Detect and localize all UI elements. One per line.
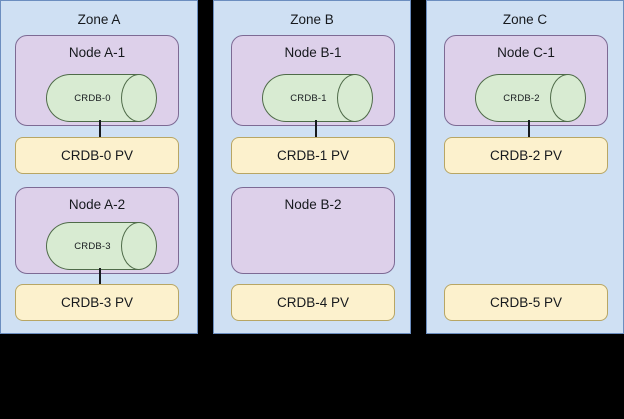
pv-box-crdb-2[interactable]: CRDB-2 PV bbox=[444, 137, 608, 174]
connector-node-a-2-to-pv bbox=[99, 268, 101, 285]
pv-box-crdb-5[interactable]: CRDB-5 PV bbox=[444, 284, 608, 321]
database-label-crdb-1: CRDB-1 bbox=[290, 92, 327, 104]
node-title-b-2: Node B-2 bbox=[284, 197, 342, 212]
node-box-a-1[interactable]: Node A-1 CRDB-0 bbox=[15, 35, 179, 126]
zone-container-a[interactable]: Zone A Node A-1 CRDB-0 CRDB-0 PV Node A-… bbox=[0, 0, 198, 334]
pv-box-crdb-3[interactable]: CRDB-3 PV bbox=[15, 284, 179, 321]
database-label-crdb-0: CRDB-0 bbox=[74, 92, 111, 104]
connector-node-b-1-to-pv bbox=[315, 120, 317, 138]
cylinder-cap bbox=[121, 222, 157, 270]
database-cylinder-crdb-3[interactable]: CRDB-3 bbox=[46, 222, 157, 270]
pv-box-crdb-0[interactable]: CRDB-0 PV bbox=[15, 137, 179, 174]
zone-title-b: Zone B bbox=[290, 12, 334, 27]
node-title-a-1: Node A-1 bbox=[68, 45, 126, 60]
node-box-b-1[interactable]: Node B-1 CRDB-1 bbox=[231, 35, 395, 126]
node-box-a-2[interactable]: Node A-2 CRDB-3 bbox=[15, 187, 179, 274]
database-cylinder-crdb-2[interactable]: CRDB-2 bbox=[475, 74, 586, 122]
connector-node-c-1-to-pv bbox=[528, 120, 530, 138]
connector-node-a-1-to-pv bbox=[99, 120, 101, 138]
zone-container-b[interactable]: Zone B Node B-1 CRDB-1 CRDB-1 PV Node B-… bbox=[213, 0, 411, 334]
database-cylinder-crdb-1[interactable]: CRDB-1 bbox=[262, 74, 373, 122]
zone-title-c: Zone C bbox=[502, 12, 548, 27]
cylinder-cap bbox=[121, 74, 157, 122]
cylinder-cap bbox=[550, 74, 586, 122]
node-box-b-2[interactable]: Node B-2 bbox=[231, 187, 395, 274]
node-box-c-1[interactable]: Node C-1 CRDB-2 bbox=[444, 35, 608, 126]
node-title-a-2: Node A-2 bbox=[68, 197, 126, 212]
pv-box-crdb-4[interactable]: CRDB-4 PV bbox=[231, 284, 395, 321]
database-label-crdb-3: CRDB-3 bbox=[74, 240, 111, 252]
node-title-c-1: Node C-1 bbox=[497, 45, 555, 60]
database-cylinder-crdb-0[interactable]: CRDB-0 bbox=[46, 74, 157, 122]
zone-container-c[interactable]: Zone C Node C-1 CRDB-2 CRDB-2 PV CRDB-5 … bbox=[426, 0, 624, 334]
node-title-b-1: Node B-1 bbox=[284, 45, 342, 60]
database-label-crdb-2: CRDB-2 bbox=[503, 92, 540, 104]
pv-box-crdb-1[interactable]: CRDB-1 PV bbox=[231, 137, 395, 174]
zone-title-a: Zone A bbox=[77, 12, 121, 27]
cylinder-cap bbox=[337, 74, 373, 122]
